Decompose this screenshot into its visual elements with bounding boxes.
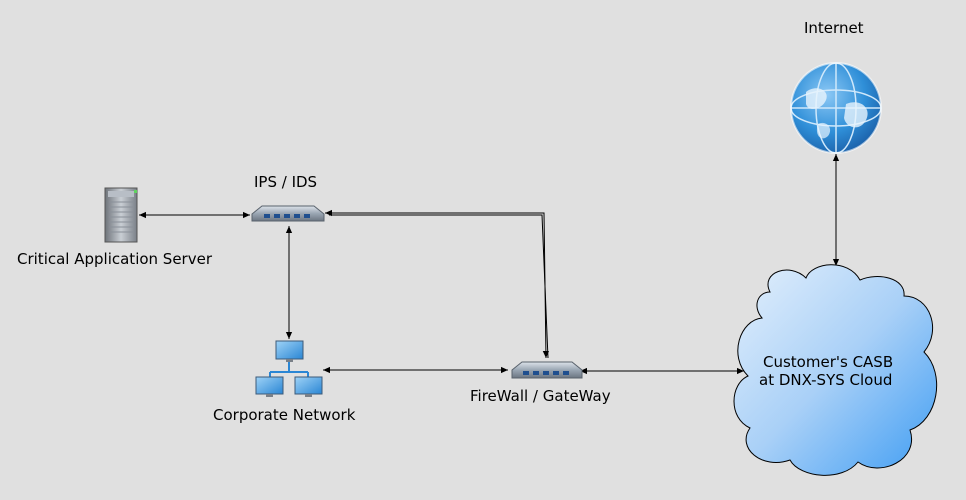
network-switch-icon (251, 205, 325, 222)
internet-label: Internet (804, 19, 864, 37)
critical-application-server-label: Critical Application Server (17, 250, 212, 268)
casb-label-line1: Customer's CASB (763, 353, 894, 371)
casb-label-line2: at DNX-SYS Cloud (759, 371, 893, 389)
globe-icon (790, 62, 882, 154)
server-tower-icon (104, 187, 138, 243)
corporate-network-label: Corporate Network (213, 406, 356, 424)
firewall-gateway-label: FireWall / GateWay (470, 387, 611, 405)
connector-ips-firewall-b (329, 214, 549, 359)
cloud-icon (733, 264, 938, 476)
connectors (139, 154, 840, 375)
ips-ids-label: IPS / IDS (254, 173, 318, 191)
connector-ips-firewall-a (325, 209, 550, 359)
computer-network-icon (255, 340, 323, 397)
firewall-switch-icon (511, 361, 583, 379)
